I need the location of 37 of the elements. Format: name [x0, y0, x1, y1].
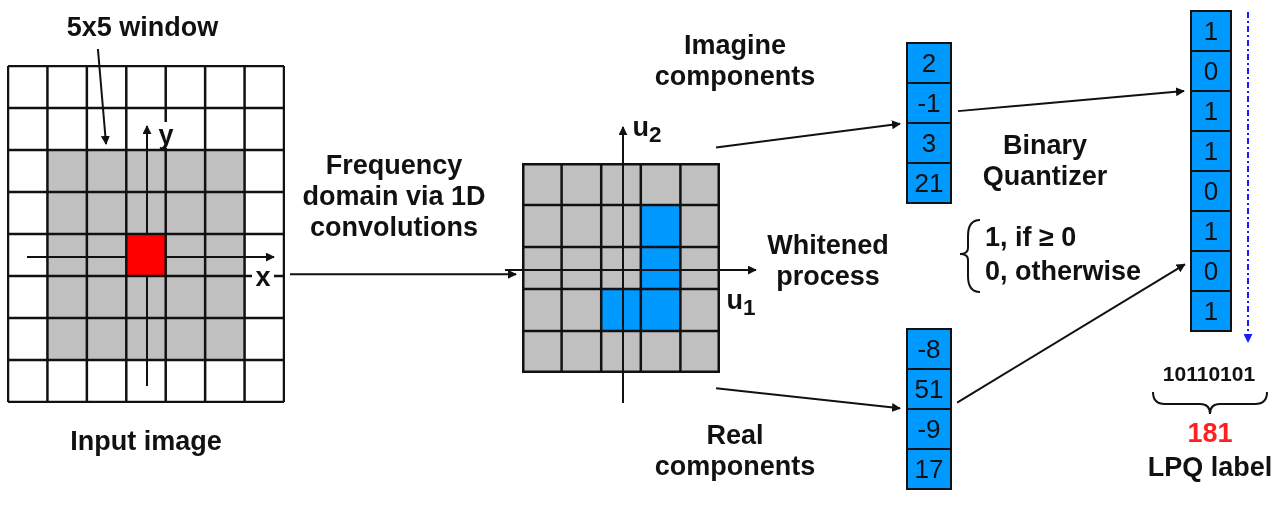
value-cell: 2	[906, 42, 952, 84]
value-cell: -8	[906, 328, 952, 370]
value-cell: 1	[1190, 130, 1232, 172]
edge-label: Imagine components	[653, 30, 817, 92]
callout-text: 5x5 window	[40, 12, 245, 43]
value-cell: 0	[1190, 50, 1232, 92]
text-label: LPQ label	[1146, 452, 1274, 483]
text-label: Whitened process	[766, 230, 890, 292]
value-cell: 0	[1190, 250, 1232, 292]
value-cell: 17	[906, 448, 952, 490]
text-label: 181	[1186, 418, 1234, 449]
value-cell: -9	[906, 408, 952, 450]
arrow	[289, 269, 517, 279]
text-label: u$_{1}$	[725, 285, 757, 323]
edge-label: Frequency domain via 1D convolutions	[301, 150, 487, 243]
value-cell: 1	[1190, 10, 1232, 52]
value-cell: 51	[906, 368, 952, 410]
text-label: 10110101	[1161, 362, 1257, 386]
text-label: Binary Quantizer	[981, 130, 1109, 192]
arrow	[715, 120, 902, 149]
text-label: u$_{2}$	[631, 112, 663, 150]
value-cell: 0	[1190, 170, 1232, 212]
edge-label: Real components	[653, 420, 817, 482]
arrow	[956, 263, 1186, 404]
image-caption: Input image	[69, 426, 223, 457]
value-cell: 1	[1190, 290, 1232, 332]
value-cell: 3	[906, 122, 952, 164]
text-label: y	[155, 122, 177, 148]
text-label: 1, if ≥ 0	[985, 222, 1078, 253]
arrow	[957, 87, 1185, 113]
value-cell: 21	[906, 162, 952, 204]
leader-arrow	[96, 48, 110, 145]
value-cell: 1	[1190, 210, 1232, 252]
value-cell: 1	[1190, 90, 1232, 132]
text-label: 0, otherwise	[985, 256, 1143, 287]
arrow	[715, 387, 902, 412]
value-cell: -1	[906, 82, 952, 124]
